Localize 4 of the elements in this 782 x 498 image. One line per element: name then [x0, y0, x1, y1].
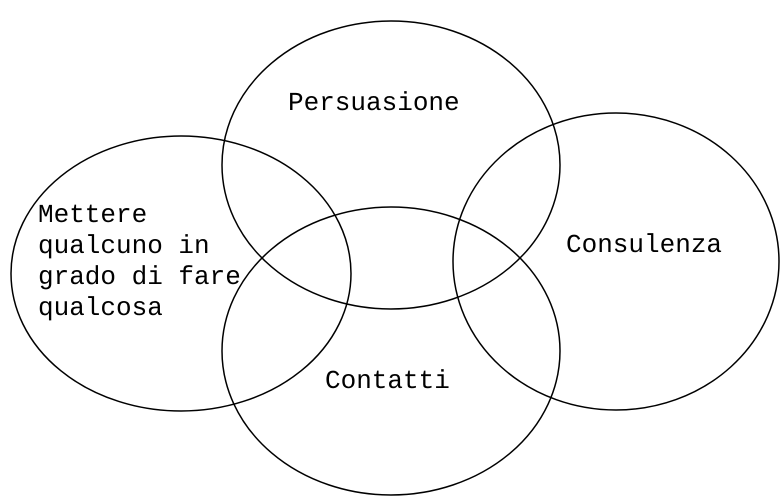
- ellipse-label: Mettere qualcuno in grado di fare qualcosa: [38, 200, 242, 324]
- ellipse-label: Persuasione: [288, 88, 461, 119]
- ellipse-label: Contatti: [325, 366, 451, 397]
- ellipse-label: Consulenza: [566, 230, 724, 261]
